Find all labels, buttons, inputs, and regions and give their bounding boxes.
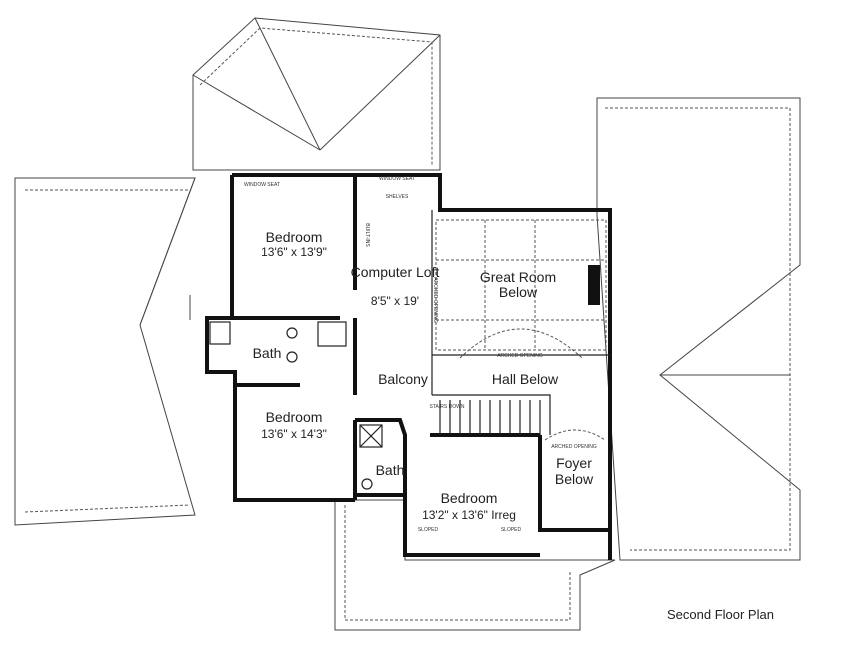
note: ARCHED OPENING: [497, 353, 543, 359]
stairs: [439, 400, 541, 435]
fixtures: [209, 321, 383, 490]
room-name: Hall Below: [492, 371, 559, 387]
note: STAIRS DOWN: [430, 404, 465, 410]
room-size: 8'5" x 19': [371, 294, 419, 308]
room-size: 13'6" x 14'3": [261, 427, 327, 441]
notes: WINDOW SEAT WINDOW SEAT SHELVES BUILT-IN…: [244, 176, 597, 533]
room-name: Balcony: [378, 371, 428, 387]
room-name: Bedroom: [441, 490, 498, 506]
note: ARCHED OPENING: [551, 444, 597, 450]
great-room-beams: [435, 219, 607, 441]
room-name: Bedroom: [266, 409, 323, 425]
note: SLOPED: [418, 527, 439, 533]
room-name: Below: [499, 284, 538, 300]
roof-lines: [14, 17, 801, 631]
room-size: 13'2" x 13'6" Irreg: [422, 508, 516, 522]
note: SHELVES: [386, 194, 409, 200]
room-name: Below: [555, 471, 594, 487]
note: ARCHED OPENING: [432, 277, 438, 323]
room-name: Great Room: [480, 269, 556, 285]
room-name: Bath: [376, 462, 405, 478]
walls: [205, 173, 612, 560]
note: WINDOW SEAT: [379, 176, 415, 182]
room-labels: Bedroom 13'6" x 13'9" Computer Loft 8'5"…: [253, 229, 594, 522]
room-size: 13'6" x 13'9": [261, 245, 327, 259]
room-name: Bedroom: [266, 229, 323, 245]
note: WINDOW SEAT: [244, 182, 280, 188]
room-name: Computer Loft: [351, 264, 440, 280]
room-name: Foyer: [556, 455, 592, 471]
note: SLOPED: [501, 527, 522, 533]
room-name: Bath: [253, 345, 282, 361]
note: BUILT-INS: [364, 223, 370, 247]
plan-caption: Second Floor Plan: [667, 607, 774, 622]
